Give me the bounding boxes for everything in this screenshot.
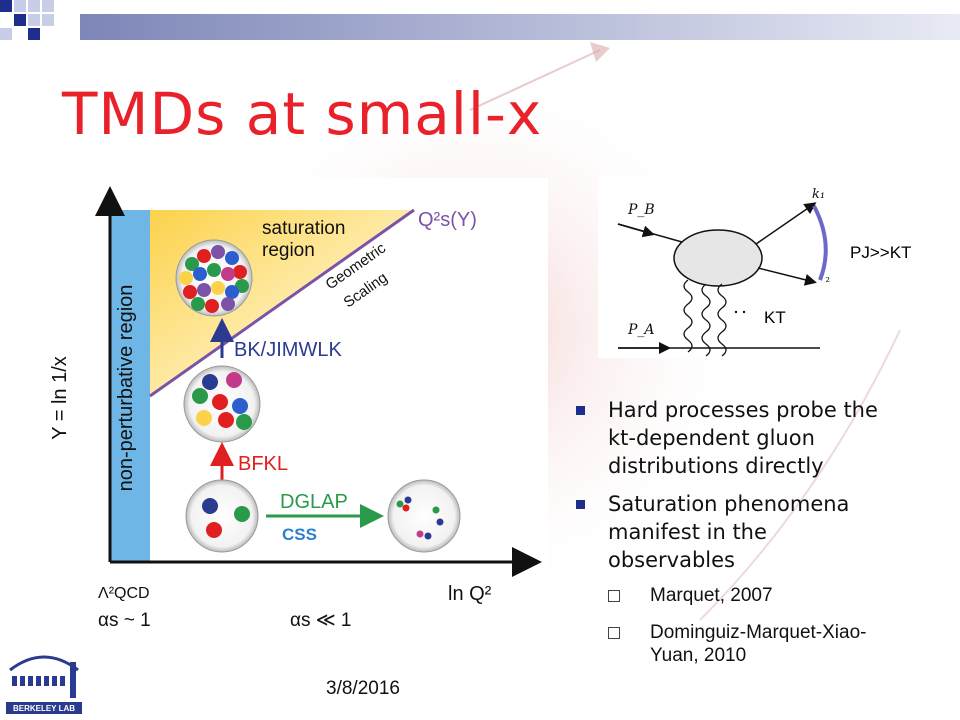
alpha-s-strong-label: αs ~ 1 [98,610,151,631]
small-x-phase-diagram: Y = ln 1/x non-perturbative region ln Q²… [40,178,548,640]
dijet-diagram: P_B k₁ ₂ P_A [598,176,830,358]
pj-kt-annotation: PJ>>KT [850,243,912,262]
bfkl-label: BFKL [238,453,288,475]
bk-jimwlk-label: BK/JIMWLK [234,339,342,361]
k2-label: ₂ [825,271,830,285]
corner-squares-decoration [0,0,54,40]
slide-date: 3/8/2016 [326,678,400,699]
k1-line [755,202,817,245]
gluon-mid [701,283,711,357]
pa-label: P_A [627,322,655,338]
saturation-scale-line [149,208,415,398]
logo-text: BERKELEY LAB [13,704,75,713]
reference-dominguiz: Dominguiz-Marquet-Xiao-Yuan, 2010 [608,621,896,667]
saturation-label-line2: region [262,240,315,261]
pb-arrow [617,223,655,238]
pb-label: P_B [627,202,655,218]
k1-label: k₁ [812,187,825,202]
berkeley-lab-logo: BERKELEY LAB [6,655,82,714]
bullet-hard-processes: Hard processes probe the kt-dependent gl… [576,396,896,480]
phase-diagram-svg: Y = ln 1/x non-perturbative region ln Q²… [49,186,542,631]
gluon-left [683,279,693,353]
dijet-diagram-svg: P_B k₁ ₂ P_A [617,187,830,357]
lambda-qcd-label: Λ²QCD [98,585,150,602]
saturation-label-line1: saturation [262,218,345,239]
y-axis-label: Y = ln 1/x [49,356,71,440]
nonperturbative-band [110,210,150,562]
nonperturbative-label: non-perturbative region [115,285,137,492]
alpha-s-weak-label: αs ≪ 1 [290,610,352,631]
k2-line [757,267,817,286]
top-gradient-bar [80,14,960,40]
bullet-saturation-text: Saturation phenomena manifest in the obs… [608,492,850,572]
dglap-label: DGLAP [280,491,348,513]
interaction-blob [673,229,763,287]
slide-title: TMDs at small-x [62,80,543,148]
bullet-list: Hard processes probe the kt-dependent gl… [576,396,896,681]
x-axis-label: ln Q² [448,583,492,605]
gluon-right [717,283,727,357]
kt-annotation: KT [764,308,786,327]
bfkl-ball [183,365,261,443]
saturated-ball [175,239,253,317]
saturation-scale-label: Q²s(Y) [418,209,477,231]
reference-marquet: Marquet, 2007 [608,584,896,607]
bullet-saturation: Saturation phenomena manifest in the obs… [576,490,896,667]
css-label: CSS [282,525,317,544]
dglap-ball [387,479,461,553]
reference-list: Marquet, 2007 Dominguiz-Marquet-Xiao-Yua… [608,584,896,667]
dilute-ball [185,479,259,553]
jet-bracket [812,205,828,281]
